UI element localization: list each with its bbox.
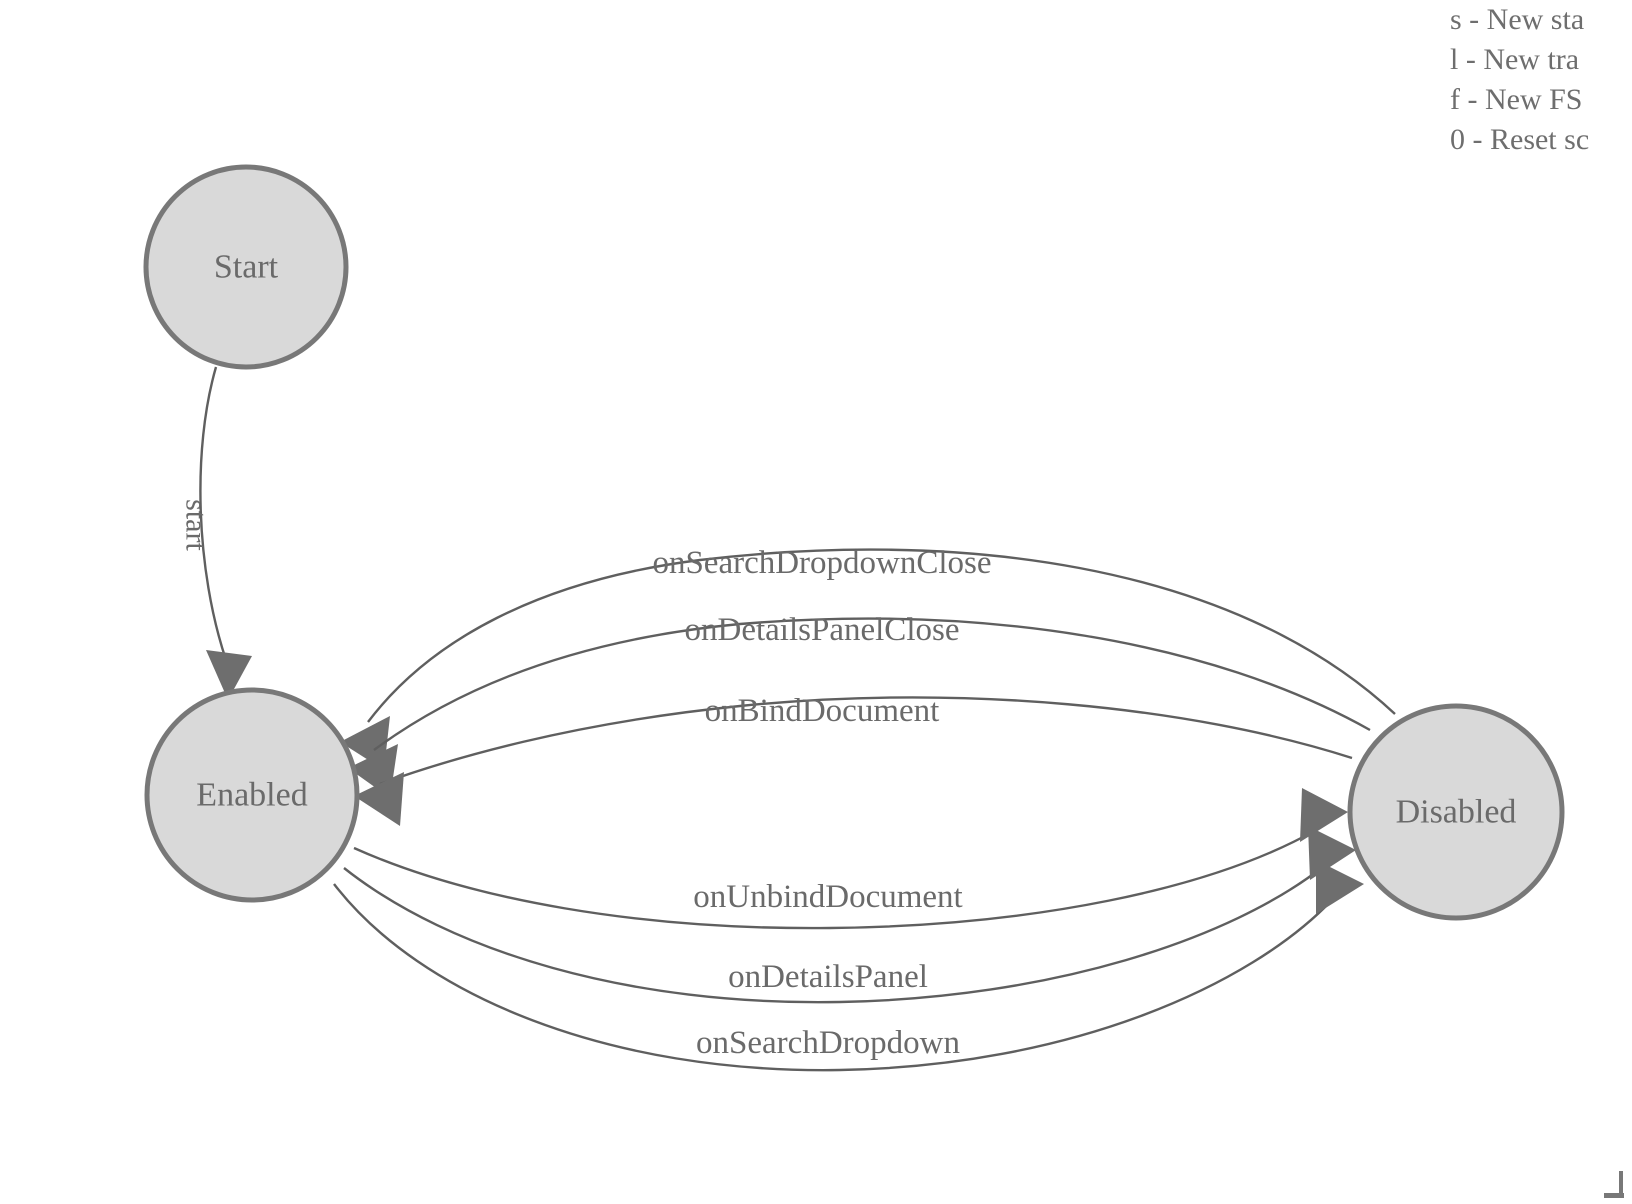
transition-on-search-dropdown-close[interactable] <box>340 548 1396 770</box>
state-circle <box>1347 703 1565 921</box>
arrow-head-icon <box>1300 788 1348 842</box>
arrow-head-icon <box>354 772 404 826</box>
arrow-head-icon <box>1316 860 1364 914</box>
transition-label-on-details-panel-close: onDetailsPanelClose <box>685 612 960 648</box>
transition-label-on-bind-document: onBindDocument <box>705 693 940 729</box>
transition-curve <box>343 865 1325 1004</box>
horizontal-scrollbar-thumb[interactable] <box>1604 1193 1624 1198</box>
state-circle <box>144 687 360 903</box>
state-circle <box>143 164 349 370</box>
transition-on-search-dropdown[interactable] <box>333 860 1364 1072</box>
transition-curve <box>199 366 228 661</box>
state-label: Enabled <box>196 777 307 814</box>
transition-label-on-search-dropdown-close: onSearchDropdownClose <box>652 545 991 581</box>
state-label: Start <box>214 249 279 286</box>
transition-curve <box>333 883 1333 1072</box>
state-label: Disabled <box>1396 794 1517 831</box>
transition-label-on-details-panel: onDetailsPanel <box>728 959 928 995</box>
transition-curve <box>373 617 1371 751</box>
arrow-head-icon <box>206 650 252 700</box>
transition-start[interactable] <box>199 366 252 700</box>
transition-curve <box>367 548 1396 723</box>
vertical-scrollbar-thumb[interactable] <box>1619 1171 1623 1197</box>
transition-curve <box>353 828 1317 930</box>
state-node-disabled[interactable]: Disabled <box>1347 703 1565 921</box>
transition-label-on-unbind-document: onUnbindDocument <box>693 879 962 915</box>
transition-on-bind-document[interactable] <box>354 696 1353 826</box>
state-node-enabled[interactable]: Enabled <box>144 687 360 903</box>
state-node-start[interactable]: Start <box>143 164 349 370</box>
transition-label-start: start <box>180 499 213 551</box>
transition-curve <box>379 696 1353 786</box>
transition-label-on-search-dropdown: onSearchDropdown <box>696 1025 960 1061</box>
